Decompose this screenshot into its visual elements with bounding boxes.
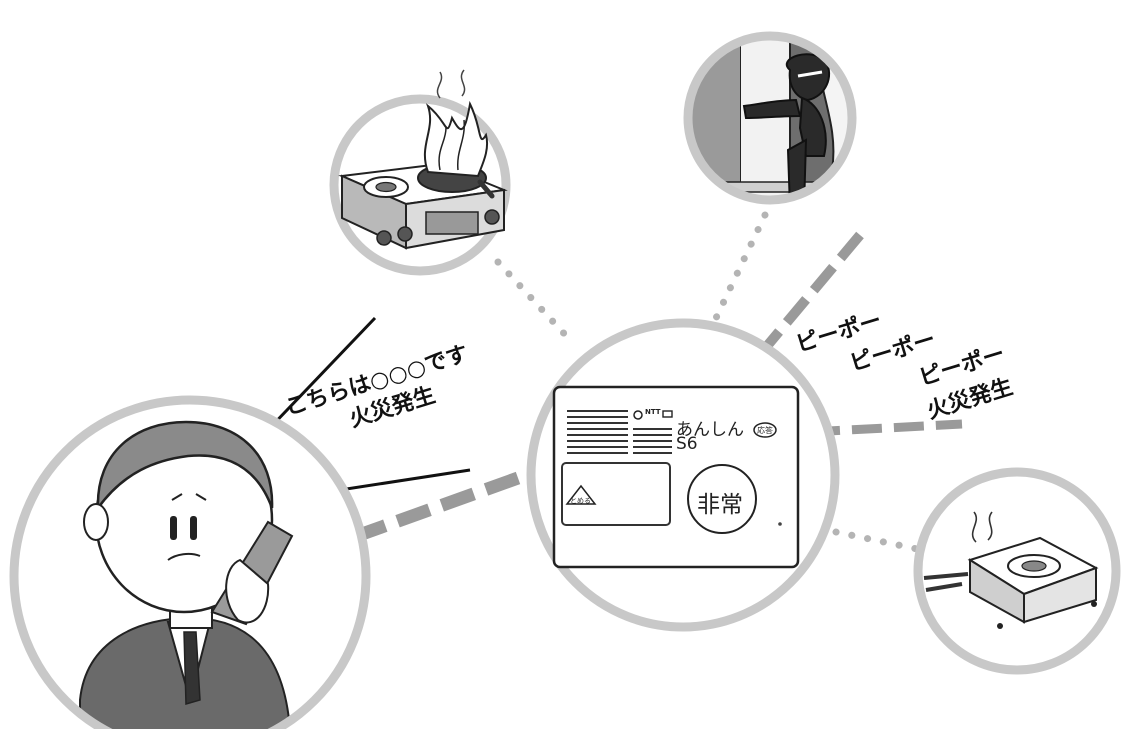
stop-button-label: とめる: [570, 496, 591, 506]
dotted-line-gas: [836, 532, 922, 550]
gas-scene: [918, 472, 1116, 670]
emergency-button-label: 非常: [697, 485, 743, 519]
sensor-dot-icon: [778, 522, 782, 526]
fire-scene: [334, 70, 506, 271]
device-circle: [531, 323, 835, 627]
brand-label: NTT: [645, 408, 661, 416]
answer-badge-label: 応答: [757, 425, 773, 436]
model-name-line2: S6: [676, 434, 698, 454]
dotted-line-fire: [498, 262, 570, 340]
dotted-line-intruder: [716, 215, 765, 318]
intruder-scene: [688, 36, 852, 226]
